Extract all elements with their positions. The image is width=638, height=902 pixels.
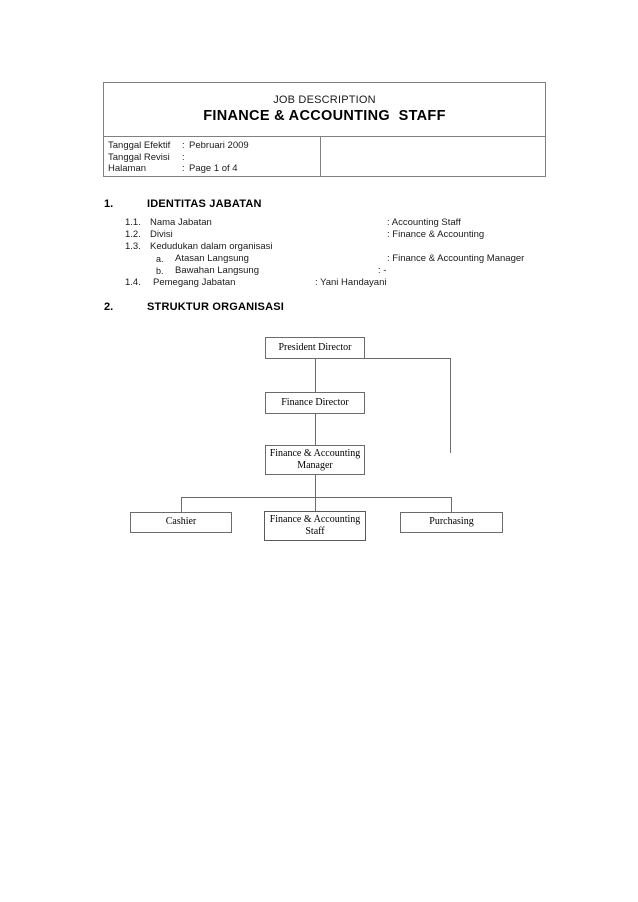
section-1-heading: IDENTITAS JABATAN xyxy=(147,198,262,210)
connector-finance-director-to-manager xyxy=(315,414,316,445)
meta-value: Pebruari 2009 xyxy=(189,140,249,151)
meta-colon: : xyxy=(182,151,185,163)
meta-row-tanggal-efektif: Tanggal Efektif : Pebruari 2009 xyxy=(108,140,320,152)
org-node-cashier[interactable]: Cashier xyxy=(130,512,232,533)
field-label-divisi: Divisi xyxy=(150,229,173,240)
field-number-1-4: 1.4. xyxy=(125,277,141,288)
field-number-1-2: 1.2. xyxy=(125,229,141,240)
field-label-nama-jabatan: Nama Jabatan xyxy=(150,217,212,228)
connector-bottom-bus xyxy=(181,497,451,498)
meta-label: Tanggal Efektif xyxy=(108,140,171,151)
field-number-1-3-a: a. xyxy=(156,254,164,264)
field-value-nama-jabatan: : Accounting Staff xyxy=(387,217,461,228)
field-number-1-1: 1.1. xyxy=(125,217,141,228)
meta-label: Tanggal Revisi xyxy=(108,151,170,163)
connector-bus-to-cashier xyxy=(181,497,182,512)
connector-bus-to-purchasing xyxy=(451,497,452,512)
meta-value: Page 1 of 4 xyxy=(189,163,238,174)
field-value-bawahan-langsung: : - xyxy=(378,265,387,276)
header-meta-left-cell: Tanggal Efektif : Pebruari 2009 Tanggal … xyxy=(104,137,321,176)
field-label-kedudukan-dalam-organisasi: Kedudukan dalam organisasi xyxy=(150,241,273,252)
org-node-finance-director[interactable]: Finance Director xyxy=(265,392,365,414)
meta-colon: : xyxy=(182,140,185,151)
meta-row-tanggal-revisi: Tanggal Revisi : xyxy=(108,152,320,164)
section-2-heading: STRUKTUR ORGANISASI xyxy=(147,301,285,313)
meta-row-halaman: Halaman : Page 1 of 4 xyxy=(108,163,320,175)
document-kicker: JOB DESCRIPTION xyxy=(273,93,376,106)
section-2-number: 2. xyxy=(104,301,114,313)
field-label-atasan-langsung: Atasan Langsung xyxy=(175,253,249,264)
document-title: FINANCE & ACCOUNTING STAFF xyxy=(203,107,446,124)
connector-manager-to-bus xyxy=(315,475,316,497)
field-value-pemegang-jabatan: : Yani Handayani xyxy=(315,277,387,288)
connector-president-right-vertical xyxy=(450,358,451,453)
org-node-purchasing[interactable]: Purchasing xyxy=(400,512,503,533)
org-node-president-director[interactable]: President Director xyxy=(265,337,365,359)
connector-president-to-finance-director xyxy=(315,359,316,392)
field-value-atasan-langsung: : Finance & Accounting Manager xyxy=(387,253,525,264)
meta-colon: : xyxy=(182,163,185,174)
field-number-1-3-b: b. xyxy=(156,266,164,276)
meta-label: Halaman xyxy=(108,163,147,174)
field-label-bawahan-langsung: Bawahan Langsung xyxy=(175,265,259,276)
field-number-1-3: 1.3. xyxy=(125,241,141,252)
org-node-finance-accounting-staff[interactable]: Finance & Accounting Staff xyxy=(264,511,366,541)
header-meta-row: Tanggal Efektif : Pebruari 2009 Tanggal … xyxy=(104,137,545,176)
connector-president-right-horizontal xyxy=(365,358,450,359)
header-title-cell: JOB DESCRIPTION FINANCE & ACCOUNTING STA… xyxy=(104,83,545,137)
connector-bus-to-staff xyxy=(315,497,316,511)
header-meta-right-cell xyxy=(321,137,545,176)
section-1-number: 1. xyxy=(104,198,114,210)
field-label-pemegang-jabatan: Pemegang Jabatan xyxy=(153,277,236,288)
org-node-finance-accounting-manager[interactable]: Finance & Accounting Manager xyxy=(265,445,365,475)
field-value-divisi: : Finance & Accounting xyxy=(387,229,485,240)
document-header-table: JOB DESCRIPTION FINANCE & ACCOUNTING STA… xyxy=(103,82,546,177)
